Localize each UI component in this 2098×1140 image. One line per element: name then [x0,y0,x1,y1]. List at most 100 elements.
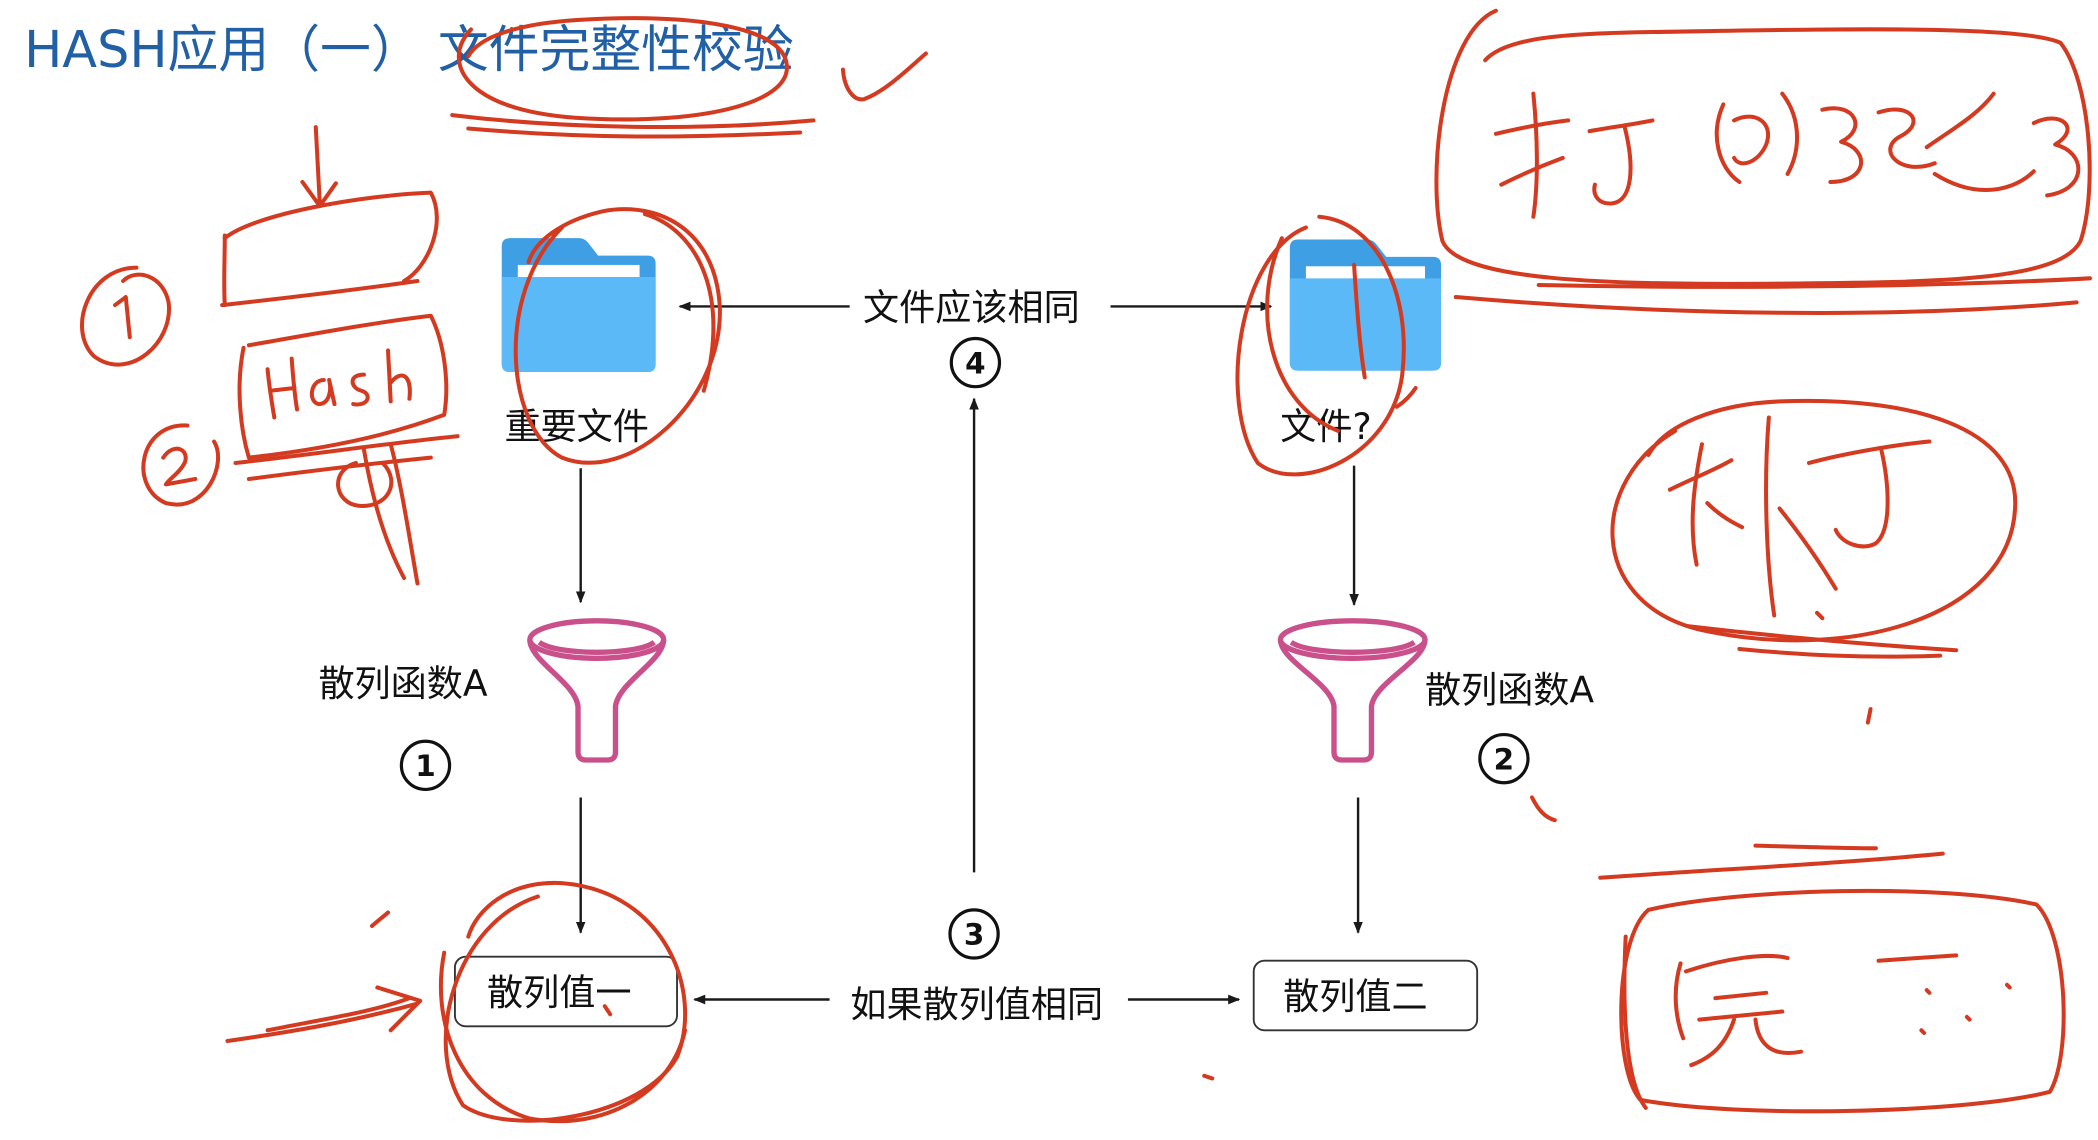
annotation-stroke [246,455,433,482]
step-badge-ring [399,739,452,792]
annotation-stroke [1876,107,1937,169]
annotation-stroke [1619,888,2066,1114]
annotation-stroke [1806,439,1932,465]
step-badge-number: 3 [964,918,984,952]
annotation-stroke [1531,91,1539,219]
annotation-stroke [1705,501,1745,530]
annotation-stroke [1610,398,2018,643]
folder-paper [517,264,640,279]
annotation-stroke [1394,386,1418,409]
annotation-stroke [1833,447,1890,549]
annotation-arrow-head [375,985,423,1033]
funnel-inner-rim [1289,639,1416,655]
folder-paper [1305,266,1425,280]
step-badge-ring [1478,732,1530,785]
annotation-stroke [237,313,449,460]
unknown-file-folder-icon [1289,239,1442,371]
annotation-stroke [450,113,816,130]
step-badge-4: 4 [949,336,1002,389]
step-badge-number: 4 [965,346,985,380]
right-hash-function-funnel-icon [1277,618,1428,763]
annotation-unknown-file-circle [1235,214,1418,477]
annotation-stroke [1235,214,1406,477]
annotation-stroke [1865,707,1873,725]
annotation-stroke [222,233,227,308]
annotation-stroke [1686,624,1959,653]
annotation-stroke [1202,1073,1215,1081]
important-file-folder-icon [501,238,656,372]
step-badge-number: 2 [1494,742,1514,776]
annotation-stroke [1690,442,1704,567]
annotation-stroke [1530,795,1557,823]
annotation-stroke [1697,1009,1785,1022]
annotation-stroke [309,377,337,407]
annotation-stroke [1689,1017,1737,1068]
annotation-stroke [388,373,412,401]
annotation-stroke [1493,118,1571,136]
annotation-stroke [388,442,420,586]
annotation-stroke [1737,646,1943,659]
annotation-stroke [1919,1028,1927,1035]
funnel-body [527,639,667,763]
step-badge-2: 2 [1478,732,1530,785]
step-badge-1: 1 [399,739,452,792]
annotation-stroke [1453,295,2079,315]
annotation-stroke [1667,458,1734,492]
hash-value-two-frame [1252,959,1479,1032]
annotation-stroke [2005,982,2012,990]
annotation-stroke [1683,953,1790,974]
annotation-stroke [222,190,439,283]
annotation-right-middle-note [1610,398,2018,659]
annotation-stroke [456,16,789,122]
annotation-stroke [1924,988,1932,995]
annotation-stroke [1932,169,2036,192]
annotation-stroke [1622,934,1648,1110]
funnel-inner-rim [537,639,656,655]
annotation-stroke [1598,851,1945,880]
annotation-stroke [1820,106,1864,184]
folder-front [1289,278,1442,371]
annotation-stroke [1924,91,1996,150]
annotation-checkmark [840,51,928,102]
page-title: HASH应用（一） 文件完整性校验 [24,20,794,79]
important-file-label: 重要文件 [504,405,648,448]
annotation-left-steps-note [80,125,460,586]
step-badge-ring [949,336,1002,389]
annotation-arrow [225,1001,420,1043]
annotation-misc-marks [1202,707,1873,1081]
annotation-stroke [1964,1014,1972,1022]
annotation-stroke [1434,8,2092,286]
annotation-stroke [265,367,277,420]
annotation-stroke [1673,961,1686,1041]
annotation-stroke [602,1004,613,1017]
step-badge-3: 3 [948,908,1000,960]
annotation-stroke [1815,610,1825,621]
hash-value-one-label: 散列值一 [487,971,631,1014]
annotation-stroke [438,950,688,1124]
annotation-stroke [1780,91,1799,176]
hash-value-two-label: 散列值二 [1283,975,1427,1018]
left-hash-function-label: 散列函数A [318,662,487,705]
annotation-stroke [141,423,220,507]
diagram-arrows [575,301,1363,1005]
hash-value-two-box: 散列值二 [1252,959,1479,1032]
annotation-stroke [2031,116,2081,198]
annotation-stroke [161,446,198,487]
annotation-stroke [386,348,393,404]
annotation-stroke [220,278,420,308]
annotation-stroke [1753,1017,1803,1055]
left-hash-function-funnel-icon [527,618,667,763]
annotation-stroke [233,434,460,465]
annotation-stroke [1753,843,1878,851]
annotation-stroke [313,125,322,206]
annotation-stroke [350,372,370,407]
hash-value-one-box: 散列值一 [453,955,678,1028]
annotation-stroke [80,265,171,367]
handwritten-annotations [80,8,2092,1124]
annotation-stroke [1714,102,1742,184]
annotation-stroke [1764,415,1777,618]
annotation-stroke [289,356,300,412]
annotation-stroke [369,910,391,928]
annotation-important-file-circle [513,207,722,465]
